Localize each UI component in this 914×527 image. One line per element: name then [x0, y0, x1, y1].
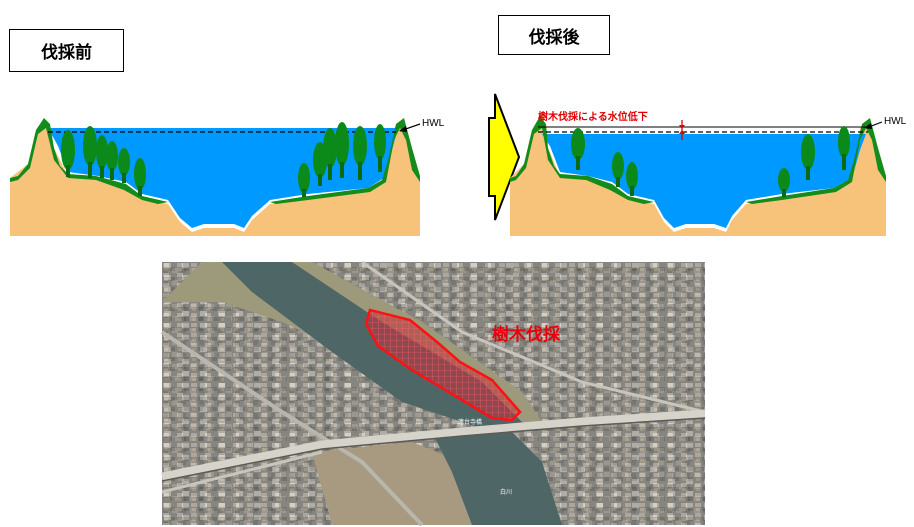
after-felling-label-text: 伐採後 [528, 27, 580, 48]
bridge-name-label: 蓮台寺橋 [458, 418, 482, 426]
left-bank-grass [10, 118, 168, 204]
bridge-edge [161, 417, 706, 482]
road-lower-left [161, 450, 323, 494]
hwl-label: HWL [422, 118, 445, 129]
hwl-arrow-head [399, 126, 407, 132]
trees-right [298, 122, 386, 197]
before-felling-label: 伐採前 [9, 29, 124, 72]
floodplain-lower [312, 442, 492, 525]
left-bank-grass-after [510, 116, 654, 204]
water-body-after [542, 134, 866, 228]
yellow-arrow-shape [488, 93, 521, 221]
river-name-label: 白川 [500, 488, 512, 496]
ground-base-after [510, 120, 886, 236]
ground-base [10, 122, 420, 236]
after-cross-section-diagram: 樹木伐採による水位低下 HWL [510, 110, 907, 236]
before-cross-section-diagram: HWL [10, 118, 445, 236]
water-body [48, 128, 398, 228]
hwl-label-after: HWL [884, 116, 907, 127]
water-drop-arrow-head [679, 125, 685, 129]
right-bank-grass-after [746, 118, 886, 204]
bridge [161, 409, 706, 482]
river-lower [432, 432, 562, 525]
trees-left [61, 126, 146, 196]
aerial-photo: 樹木伐採 蓮台寺橋 白川 [160, 260, 706, 527]
road-diagonal [160, 330, 424, 527]
hwl-arrow-head-after [864, 123, 872, 129]
right-bank-grass [270, 118, 420, 204]
felling-area-highlight [364, 308, 522, 422]
after-felling-label: 伐採後 [498, 15, 610, 55]
before-felling-label-text: 伐採前 [41, 43, 92, 63]
water-drop-arrow-head-2 [679, 130, 685, 134]
felling-area-label: 樹木伐採 [492, 324, 561, 345]
transition-arrow [488, 93, 521, 221]
road-upper [361, 260, 706, 414]
trees-after [571, 126, 850, 197]
water-level-drop-annotation: 樹木伐採による水位低下 [538, 110, 648, 123]
